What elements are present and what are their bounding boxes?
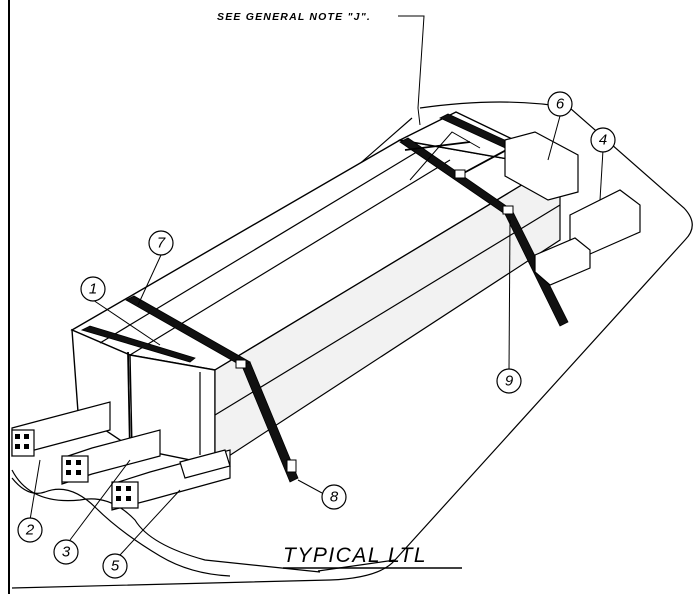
strap-front-down	[241, 361, 299, 483]
block-rear-1	[504, 131, 579, 201]
strap-seal-top	[454, 169, 466, 179]
crate-end-divider	[127, 351, 131, 453]
strap-seal-bottom	[286, 459, 297, 473]
callout-4-block: 4	[590, 127, 616, 153]
svg-text:6: 6	[556, 96, 565, 113]
svg-text:2: 2	[25, 522, 35, 539]
callout-3-skid-beam: 3	[53, 539, 79, 565]
svg-text:1: 1	[89, 281, 97, 298]
callout-6-block: 6	[547, 91, 573, 117]
callout-8-strap: 8	[321, 484, 347, 510]
drawing-title: TYPICAL LTL	[283, 544, 427, 567]
svg-text:4: 4	[599, 132, 607, 149]
crate-seam-top	[129, 159, 451, 356]
strap-line-b	[459, 147, 511, 176]
svg-text:3: 3	[62, 544, 71, 561]
callout-1-crate: 1	[80, 276, 106, 302]
svg-text:5: 5	[111, 558, 120, 575]
deck-edge-wavy	[11, 477, 231, 577]
skid-beam-1	[11, 401, 111, 457]
skid-beam-2	[61, 429, 161, 485]
crate-front-face	[214, 160, 561, 467]
general-note-text: SEE GENERAL NOTE "J".	[217, 11, 371, 23]
strap-seal-front	[235, 359, 247, 369]
block-rear-3	[534, 237, 591, 286]
block-front	[179, 449, 231, 479]
svg-text:7: 7	[157, 235, 166, 252]
svg-text:8: 8	[330, 489, 339, 506]
svg-text:9: 9	[505, 373, 514, 390]
crate-seam-front	[214, 204, 561, 416]
callout-9-strap-seal: 9	[496, 368, 522, 394]
strap-seal-rear	[502, 205, 514, 215]
callout-5-block: 5	[102, 553, 128, 579]
strap-line-a	[404, 141, 471, 151]
strap-front-end	[80, 325, 196, 363]
leader-lines	[29, 15, 604, 556]
callout-2-skid-beam: 2	[17, 517, 43, 543]
callout-7-strap: 7	[148, 230, 174, 256]
